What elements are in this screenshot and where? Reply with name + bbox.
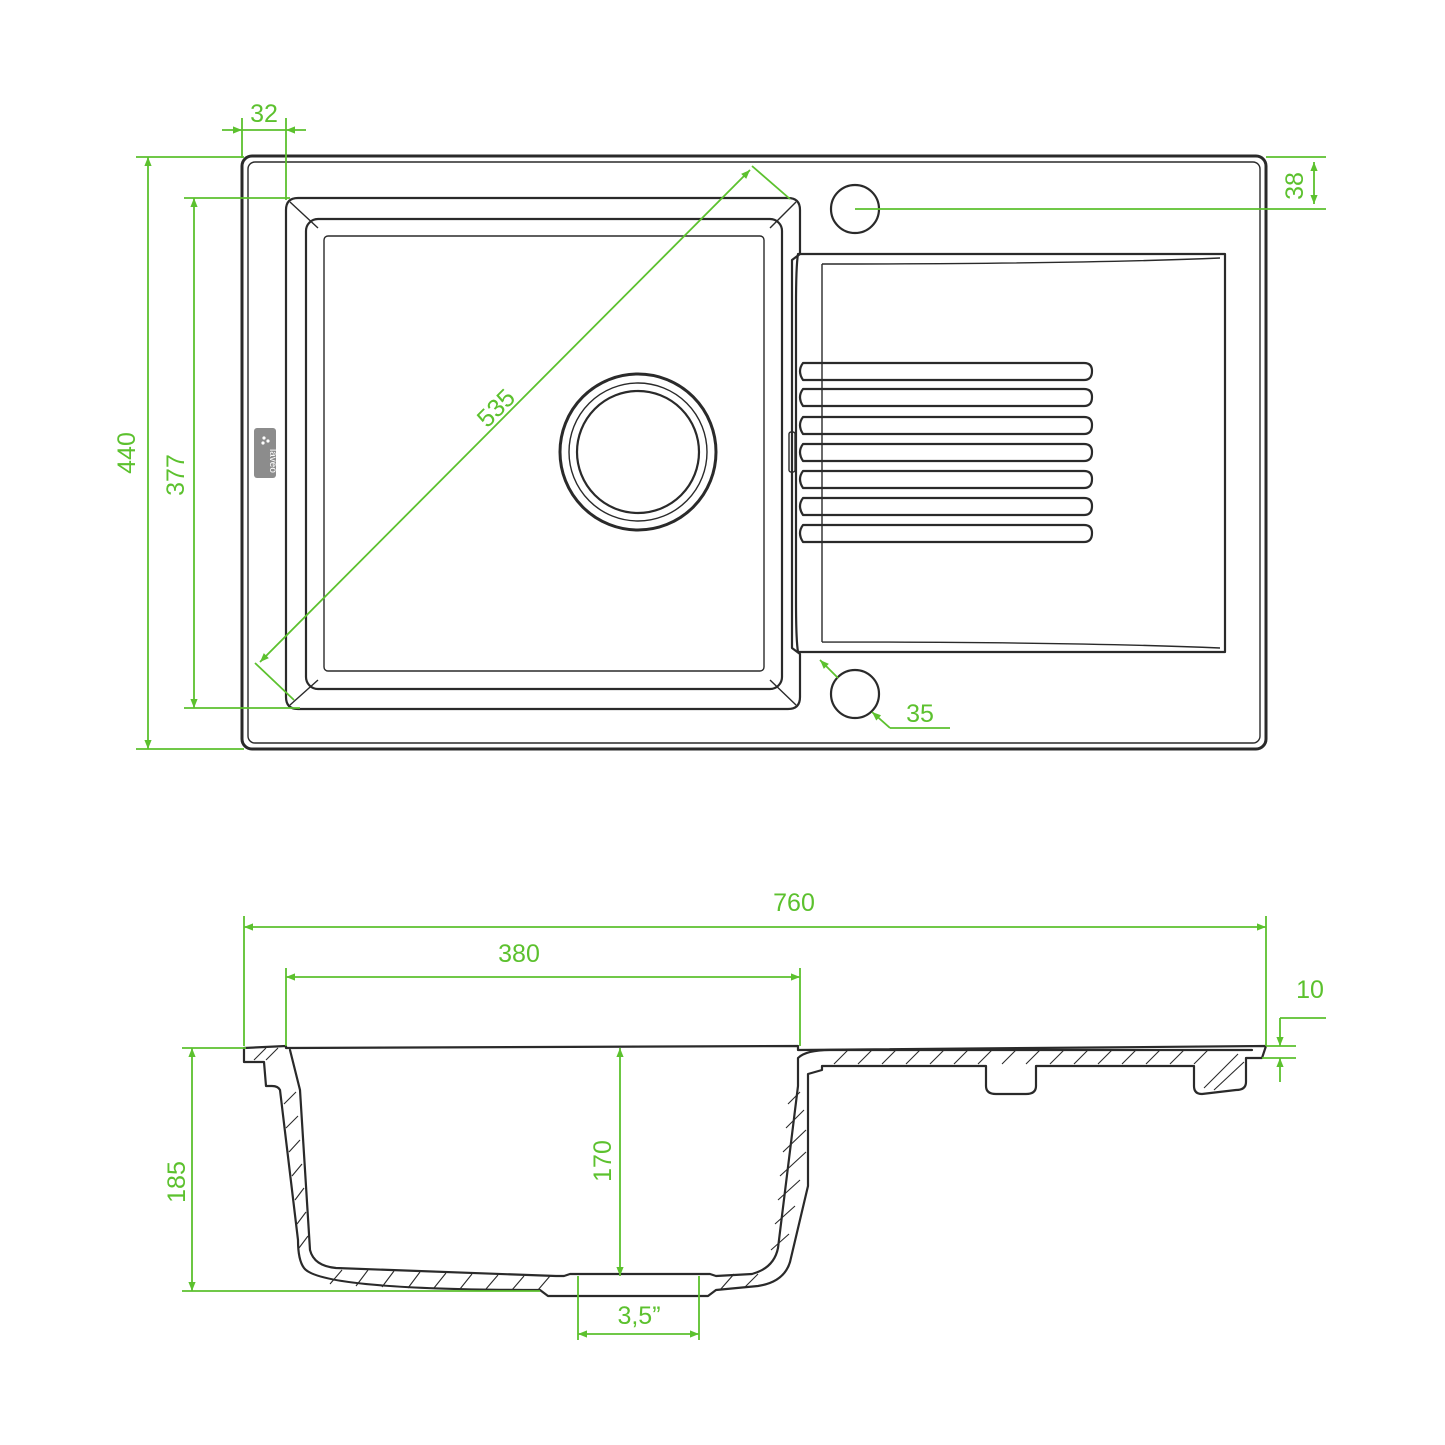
- drain-inner-ring: [575, 389, 701, 515]
- dim-bowl-depth: 377: [162, 197, 300, 709]
- bowl-corner-line: [289, 201, 319, 229]
- drain-outer-ring: [558, 372, 718, 532]
- bowl-outline: [284, 196, 802, 711]
- tap-hole-bottom: [829, 668, 881, 720]
- drainer-groove: [798, 442, 1094, 463]
- dim-label-bowl-depth: 377: [162, 454, 190, 496]
- laveo-logo: laveo: [254, 428, 278, 478]
- dim-bowl-height: 170: [589, 1048, 624, 1276]
- drainer-groove: [798, 361, 1094, 382]
- section-hatching: [253, 1047, 1245, 1291]
- dim-label-tap-hole-diameter: 35: [906, 700, 934, 728]
- logo-text: laveo: [267, 449, 278, 473]
- dim-label-rim-width: 32: [250, 100, 278, 128]
- dim-label-total-depth: 440: [113, 432, 141, 474]
- drainer-grooves: [788, 361, 1094, 544]
- dim-tap-hole-diameter: 35: [819, 659, 950, 729]
- drainer-groove: [798, 496, 1094, 517]
- bowl-corner-line: [289, 679, 319, 706]
- dim-label-bowl-width: 380: [498, 940, 540, 968]
- drain-middle-ring: [568, 382, 708, 522]
- dim-label-tap-hole-offset: 38: [1281, 172, 1309, 200]
- dim-label-deck-thickness: 10: [1296, 976, 1324, 1004]
- logo-dot: [261, 441, 265, 445]
- dim-label-bowl-diagonal: 535: [472, 384, 521, 433]
- dim-label-drain-size: 3,5”: [617, 1302, 660, 1330]
- sink-outer-edge: [240, 154, 1268, 751]
- dim-total-height: 185: [163, 1047, 540, 1292]
- logo-dot: [262, 436, 266, 440]
- dim-label-total-width: 760: [773, 889, 815, 917]
- dim-label-bowl-height: 170: [589, 1140, 617, 1182]
- dim-deck-thickness: 10: [1262, 976, 1326, 1082]
- bowl-corner-line: [769, 679, 797, 706]
- top-view: laveo 32 440 377: [113, 100, 1326, 751]
- drainer-board-outline: [794, 252, 1227, 654]
- side-view: 760 380 10 185 170: [163, 889, 1326, 1340]
- dim-total-width: 760: [243, 889, 1267, 1046]
- dim-tap-hole-offset: 38: [855, 156, 1326, 210]
- drainer-groove: [798, 469, 1094, 490]
- drainer-board-inner: [821, 257, 1221, 649]
- drainer-groove: [798, 387, 1094, 408]
- overflow-slot: [788, 431, 796, 473]
- logo-dot: [266, 439, 270, 443]
- bowl-corner-line: [769, 201, 797, 229]
- dim-bowl-diagonal: 535: [254, 165, 791, 701]
- bowl-inner-frame: [304, 217, 784, 691]
- dim-rim-width: 32: [222, 100, 306, 200]
- drainer-groove: [798, 415, 1094, 436]
- bowl-section-inner: [288, 1048, 1254, 1278]
- dim-bowl-width: 380: [285, 940, 801, 1046]
- dim-drain-size: 3,5”: [577, 1276, 700, 1340]
- bowl-section-outer: [242, 1044, 1268, 1298]
- dim-total-depth: 440: [113, 156, 244, 750]
- dim-label-total-height: 185: [163, 1161, 191, 1203]
- drainer-groove: [798, 523, 1094, 544]
- sink-outer-edge-inner: [247, 161, 1261, 744]
